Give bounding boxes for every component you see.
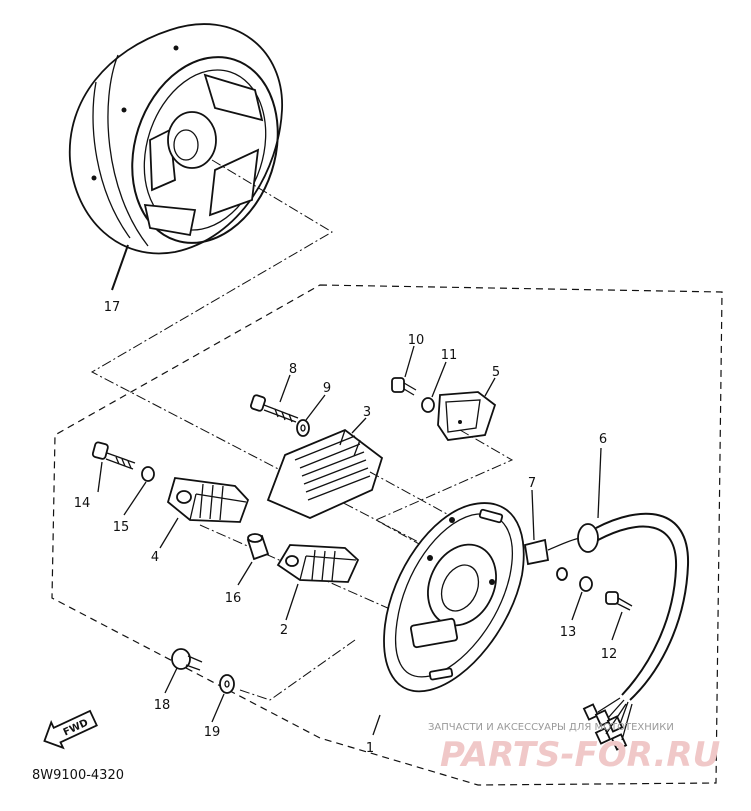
watermark: ЗАПЧАСТИ И АКСЕССУАРЫ ДЛЯ МОТОТЕХНИКИ PA… bbox=[428, 722, 720, 775]
washer-19 bbox=[211, 639, 356, 723]
assembly-boundary bbox=[51, 284, 723, 786]
washer-9 bbox=[296, 394, 326, 437]
washer-13 bbox=[556, 567, 593, 621]
callout-12: 12 bbox=[601, 647, 618, 662]
leader-1 bbox=[372, 714, 381, 736]
callout-14: 14 bbox=[74, 496, 91, 511]
callout-9: 9 bbox=[323, 381, 331, 396]
callout-17: 17 bbox=[104, 300, 121, 315]
callout-13: 13 bbox=[560, 625, 577, 640]
watermark-brand: PARTS-FOR.RU bbox=[440, 735, 720, 775]
washer-15 bbox=[123, 466, 155, 516]
callout-11: 11 bbox=[441, 348, 458, 363]
callout-2: 2 bbox=[280, 623, 288, 638]
bolt-10 bbox=[391, 345, 417, 396]
callout-labels: 1 2 3 4 5 6 7 8 9 10 11 12 13 14 15 16 1… bbox=[74, 300, 618, 756]
callout-3: 3 bbox=[363, 405, 371, 420]
fwd-arrow-icon: FWD bbox=[43, 709, 98, 750]
bolt-14 bbox=[91, 441, 136, 493]
callout-7: 7 bbox=[528, 476, 536, 491]
callout-1: 1 bbox=[366, 741, 374, 756]
stator-base-plate bbox=[383, 447, 690, 751]
watermark-caption: ЗАПЧАСТИ И АКСЕССУАРЫ ДЛЯ МОТОТЕХНИКИ bbox=[428, 722, 674, 733]
wire-connectors bbox=[582, 697, 633, 751]
bolt-8 bbox=[250, 374, 299, 423]
callout-10: 10 bbox=[408, 333, 425, 348]
callout-18: 18 bbox=[154, 698, 171, 713]
callout-5: 5 bbox=[492, 365, 500, 380]
callout-15: 15 bbox=[113, 520, 130, 535]
screw-18 bbox=[164, 648, 203, 694]
callout-16: 16 bbox=[225, 591, 242, 606]
callout-4: 4 bbox=[151, 550, 159, 565]
charge-coil-3 bbox=[266, 417, 459, 521]
flywheel-rotor bbox=[68, 23, 431, 549]
collar-16 bbox=[237, 533, 270, 586]
screw-12 bbox=[605, 591, 633, 641]
pickup-coil-5 bbox=[374, 377, 514, 561]
callout-8: 8 bbox=[289, 362, 297, 377]
washer-11 bbox=[421, 361, 447, 413]
diagram-code: 8W9100-4320 bbox=[32, 768, 124, 783]
source-coil-2 bbox=[276, 544, 360, 621]
callout-6: 6 bbox=[599, 432, 607, 447]
callout-19: 19 bbox=[204, 725, 221, 740]
